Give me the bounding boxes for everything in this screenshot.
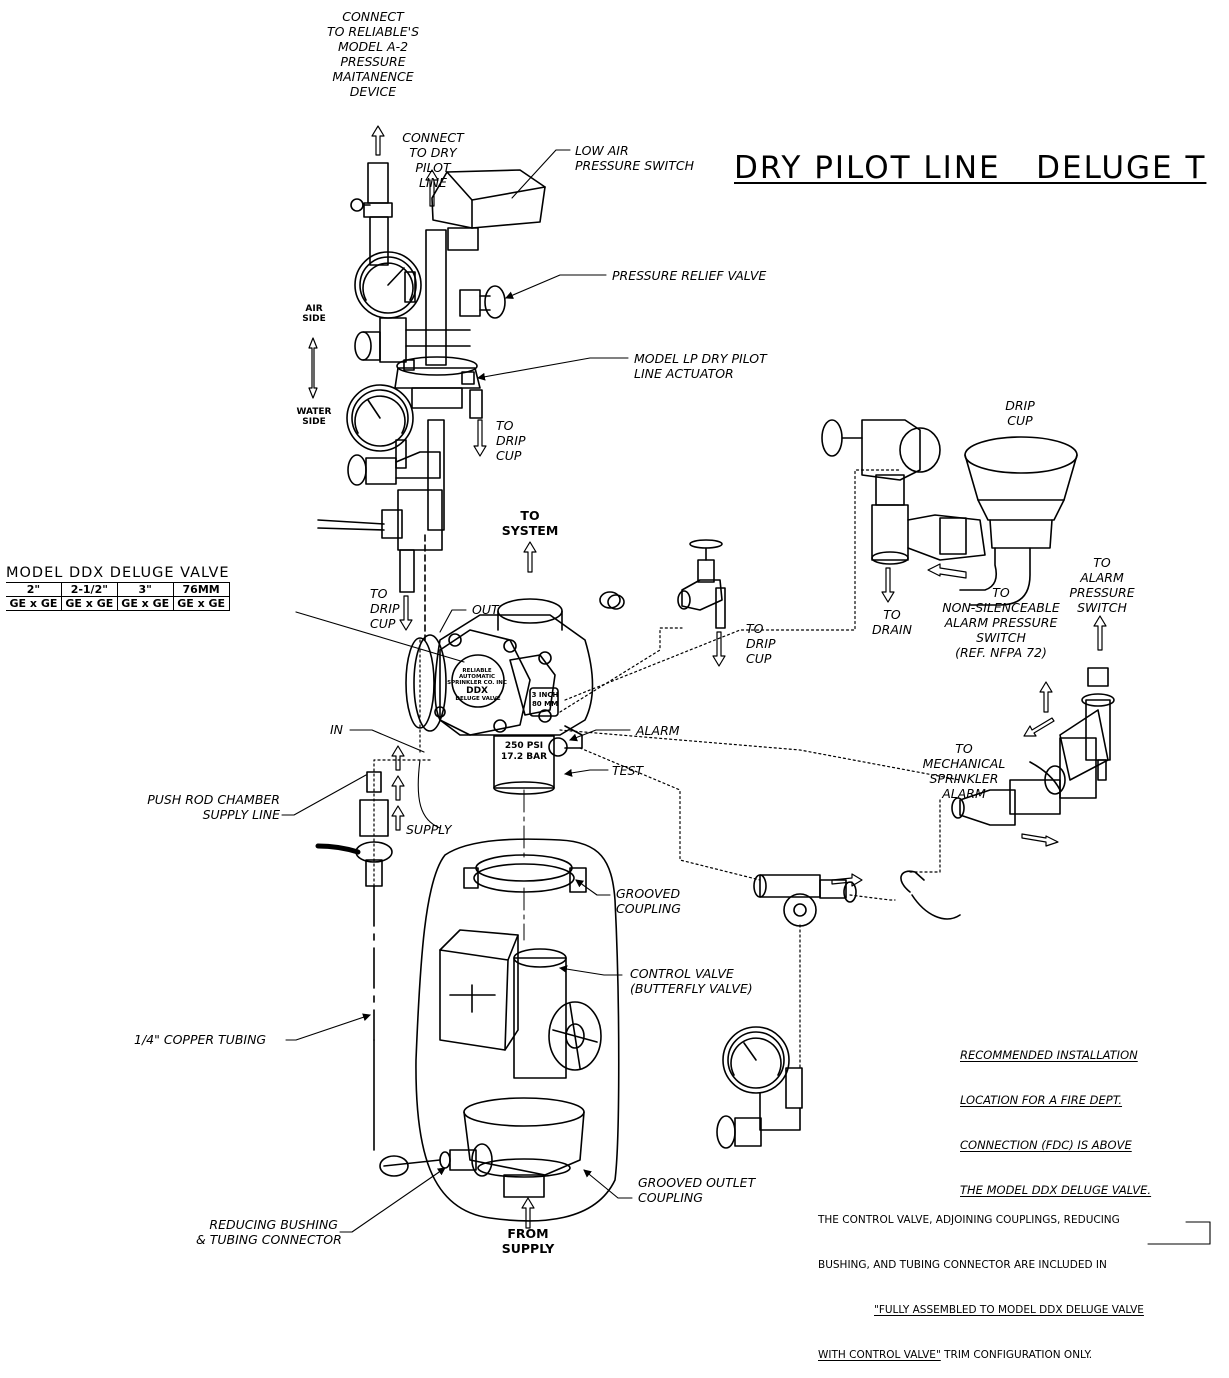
label-reducing-bushing: REDUCING BUSHING & TUBING CONNECTOR bbox=[196, 1217, 342, 1247]
plug-fitting bbox=[599, 591, 625, 610]
label-in: IN bbox=[330, 722, 344, 737]
fdc-note-line: LOCATION FOR A FIRE DEPT. bbox=[960, 1093, 1123, 1107]
note-line-4-underlined: WITH CONTROL VALVE" bbox=[818, 1349, 941, 1361]
solenoid-manifold bbox=[317, 489, 443, 593]
label-copper-tubing: 1/4" COPPER TUBING bbox=[134, 1032, 267, 1047]
label-grooved-outlet: GROOVED OUTLET COUPLING bbox=[638, 1175, 756, 1205]
fdc-note-line: THE MODEL DDX DELUGE VALVE. bbox=[960, 1183, 1152, 1197]
label-connect-dry-pilot: CONNECT TO DRY PILOT LINE bbox=[402, 130, 464, 190]
globe-valve-drip bbox=[677, 539, 726, 629]
gauge-valve-upper bbox=[354, 317, 471, 363]
end-2-5in: GE x GE bbox=[60, 596, 118, 611]
label-air-side: AIR SIDE bbox=[302, 304, 326, 324]
dry-pilot-actuator bbox=[394, 356, 483, 419]
valve-pressure-plate: 250 PSI 17.2 BAR bbox=[500, 741, 548, 762]
leader-lines bbox=[281, 149, 1211, 1245]
label-to-system: TO SYSTEM bbox=[501, 508, 559, 538]
label-alarm: ALARM bbox=[636, 723, 680, 738]
label-drip-cup-mid: TO DRIP CUP bbox=[746, 621, 776, 666]
air-pressure-gauge bbox=[354, 251, 422, 319]
drain-valve-assembly bbox=[821, 419, 986, 565]
label-drip-cup-left: TO DRIP CUP bbox=[370, 586, 400, 631]
end-2in: GE x GE bbox=[6, 596, 62, 611]
label-drip-cup-upper: TO DRIP CUP bbox=[496, 418, 526, 463]
grooved-outlet-coupling bbox=[463, 1097, 585, 1198]
control-valve-enclosure bbox=[415, 838, 620, 1222]
note-line-4: WITH CONTROL VALVE" TRIM CONFIGURATION O… bbox=[818, 1348, 1144, 1363]
test-drain-valve bbox=[753, 874, 857, 927]
deluge-trim-drawing: RELIABLE AUTOMATIC SPRINKLER CO. INC DDX… bbox=[281, 125, 1211, 1245]
water-gauge-valve bbox=[347, 451, 441, 486]
label-test: TEST bbox=[612, 763, 644, 778]
label-alarm-pressure-switch: TO ALARM PRESSURE SWITCH bbox=[1069, 555, 1135, 615]
label-out: OUT bbox=[472, 602, 499, 617]
drawing-title: DRY PILOT LINE DELUGE T bbox=[734, 150, 1207, 186]
valve-size-plate: 3 INCH 80 MM bbox=[531, 691, 559, 708]
drip-cup bbox=[959, 436, 1078, 606]
size-2in: 2" bbox=[6, 582, 62, 597]
end-3in: GE x GE bbox=[116, 596, 174, 611]
size-2-5in: 2-1/2" bbox=[60, 582, 118, 597]
end-76mm: GE x GE bbox=[172, 596, 230, 611]
top-connection-pipe bbox=[350, 162, 393, 266]
fdc-note-line: RECOMMENDED INSTALLATION bbox=[960, 1048, 1138, 1062]
vertical-riser-pipe bbox=[424, 229, 447, 641]
flow-arrows bbox=[308, 125, 1107, 1229]
pressure-switch-box bbox=[431, 169, 546, 251]
label-push-rod-supply: PUSH ROD CHAMBER SUPPLY LINE bbox=[147, 792, 280, 822]
note-line-1: THE CONTROL VALVE, ADJOINING COUPLINGS, … bbox=[818, 1214, 1120, 1226]
note-line-2: BUSHING, AND TUBING CONNECTOR ARE INCLUD… bbox=[818, 1259, 1107, 1271]
fdc-note-line: CONNECTION (FDC) IS ABOVE bbox=[960, 1138, 1132, 1152]
table-row-size: 2" 2-1/2" 3" 76MM bbox=[6, 582, 230, 597]
alarm-switch-assembly bbox=[951, 667, 1115, 826]
label-drip-cup-right: DRIP CUP bbox=[1005, 398, 1035, 428]
label-relief-valve: PRESSURE RELIEF VALVE bbox=[612, 268, 767, 283]
label-actuator: MODEL LP DRY PILOT LINE ACTUATOR bbox=[634, 351, 767, 381]
valve-nameplate: RELIABLE AUTOMATIC SPRINKLER CO. INC DDX… bbox=[447, 668, 509, 702]
note-line-3: "FULLY ASSEMBLED TO MODEL DDX DELUGE VAL… bbox=[874, 1304, 1144, 1316]
label-from-supply: FROM SUPPLY bbox=[501, 1226, 555, 1256]
label-water-side: WATER SIDE bbox=[296, 407, 332, 427]
label-grooved-coupling: GROOVED COUPLING bbox=[616, 886, 681, 916]
label-low-air-switch: LOW AIR PRESSURE SWITCH bbox=[575, 143, 694, 173]
fdc-note: RECOMMENDED INSTALLATION LOCATION FOR A … bbox=[960, 1018, 1151, 1213]
alarm-drain-hose bbox=[900, 870, 961, 920]
table-row-end: GE x GE GE x GE GE x GE GE x GE bbox=[6, 596, 230, 611]
label-control-valve: CONTROL VALVE (BUTTERFLY VALVE) bbox=[630, 966, 753, 996]
label-mechanical-alarm: TO MECHANICAL SPRINKLER ALARM bbox=[922, 741, 1006, 801]
control-valve-note: THE CONTROL VALVE, ADJOINING COUPLINGS, … bbox=[818, 1183, 1144, 1378]
label-non-silenceable: TO NON-SILENCEABLE ALARM PRESSURE SWITCH… bbox=[942, 585, 1060, 660]
note-line-4-rest: TRIM CONFIGURATION ONLY. bbox=[940, 1349, 1093, 1361]
size-76mm: 76MM bbox=[172, 582, 230, 597]
label-connect-a2: CONNECT TO RELIABLE'S MODEL A-2 PRESSURE… bbox=[326, 9, 420, 99]
ddx-deluge-valve bbox=[405, 598, 594, 795]
butterfly-valve bbox=[439, 929, 602, 1079]
label-to-drain: TO DRAIN bbox=[872, 607, 912, 637]
water-pressure-gauge bbox=[346, 384, 414, 469]
size-3in: 3" bbox=[116, 582, 174, 597]
reducing-bushing bbox=[439, 1143, 493, 1177]
label-supply: SUPPLY bbox=[406, 822, 452, 837]
supply-pressure-gauge bbox=[716, 1026, 803, 1149]
dotted-connections bbox=[373, 469, 961, 1071]
model-size-table: MODEL DDX DELUGE VALVE 2" 2-1/2" 3" 76MM… bbox=[6, 565, 230, 611]
grooved-coupling bbox=[463, 854, 587, 893]
relief-valve bbox=[459, 285, 506, 319]
table-caption: MODEL DDX DELUGE VALVE bbox=[6, 565, 230, 581]
